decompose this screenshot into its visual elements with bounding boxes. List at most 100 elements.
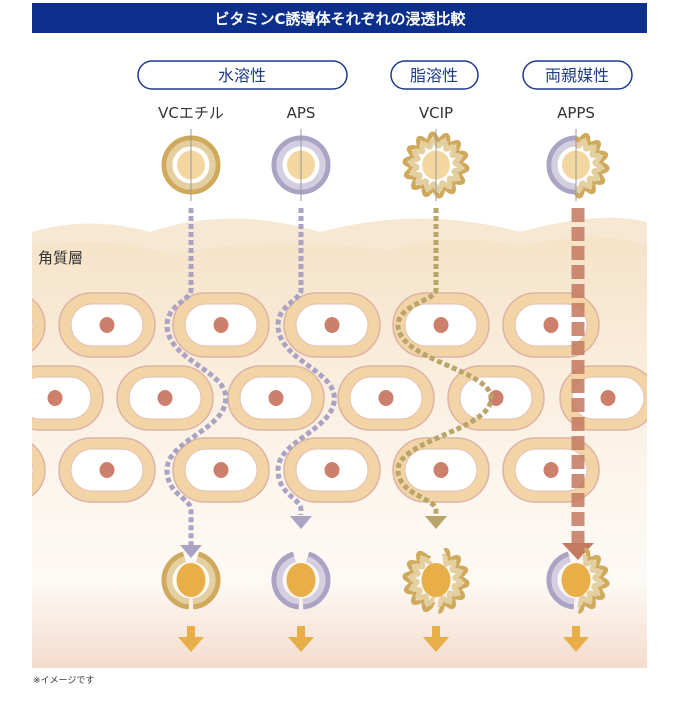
arrowhead-vc-ethyl xyxy=(180,545,202,558)
shell-outer xyxy=(546,551,575,610)
molecule-1 xyxy=(271,129,331,201)
nucleus xyxy=(99,462,115,478)
nucleus xyxy=(157,390,173,406)
shell-outer xyxy=(190,135,221,195)
shell-inner xyxy=(408,137,439,192)
molecules xyxy=(161,129,610,652)
shell-inner xyxy=(302,556,326,605)
shell-inner xyxy=(276,140,302,190)
cell xyxy=(227,365,325,431)
cell-wall xyxy=(32,298,46,352)
cell xyxy=(283,437,381,503)
header-bar xyxy=(32,3,647,33)
shell-outer xyxy=(302,551,331,610)
category-fat-soluble: 脂溶性 xyxy=(390,60,479,90)
down-arrow-shaft xyxy=(187,626,195,638)
shell-outer xyxy=(271,551,300,610)
down-arrow-shaft xyxy=(297,626,305,638)
released-molecule-0 xyxy=(161,551,221,652)
label-vcip: VCIP xyxy=(419,104,453,122)
molecule-3 xyxy=(546,129,610,201)
cell-group xyxy=(0,292,647,503)
nucleus xyxy=(324,462,340,478)
molecule-2 xyxy=(402,129,470,201)
cell xyxy=(283,292,381,358)
shell-outer xyxy=(161,551,190,610)
cell xyxy=(116,365,214,431)
cell xyxy=(392,292,490,358)
footnote: ※イメージです xyxy=(33,675,94,686)
shell-inner xyxy=(551,140,577,190)
category-water-soluble: 水溶性 xyxy=(137,60,348,90)
shell-inner xyxy=(573,138,604,193)
released-molecule-1 xyxy=(271,551,331,652)
vitamin-c-core xyxy=(421,563,451,597)
label-apps: APPS xyxy=(557,104,595,122)
cell xyxy=(172,437,270,503)
cell xyxy=(392,437,490,503)
molecule-0 xyxy=(161,129,221,201)
label-vc-ethyl: VCエチル xyxy=(158,104,224,122)
shell-outer xyxy=(271,135,302,195)
shell-inner xyxy=(408,556,436,607)
category-amphiphilic: 両親媒性 xyxy=(522,60,633,90)
cell xyxy=(447,365,545,431)
cell-wall xyxy=(32,443,46,497)
released-molecule-3 xyxy=(546,547,610,652)
down-arrow-shaft xyxy=(432,626,440,638)
nucleus xyxy=(600,390,616,406)
cell xyxy=(337,365,435,431)
nucleus xyxy=(433,317,449,333)
shell-outer xyxy=(402,550,436,613)
vitamin-c-core xyxy=(561,563,591,597)
nucleus xyxy=(378,390,394,406)
path-vcip xyxy=(395,208,494,515)
shell-outer xyxy=(402,131,438,198)
label-aps: APS xyxy=(287,104,316,122)
arrowhead-aps xyxy=(290,516,312,529)
shell-outer xyxy=(192,551,221,610)
stratum-corneum-label: 角質層 xyxy=(38,249,83,267)
nucleus xyxy=(0,317,5,333)
cell xyxy=(32,365,104,431)
shell-outer xyxy=(577,547,610,614)
shell-inner xyxy=(551,556,575,605)
nucleus xyxy=(543,317,559,333)
shell-outer xyxy=(300,135,331,195)
down-arrow-icon xyxy=(178,637,204,652)
cell-interior xyxy=(32,462,34,478)
nucleus xyxy=(213,317,229,333)
cell xyxy=(172,292,270,358)
nucleus xyxy=(213,462,229,478)
nucleus xyxy=(324,317,340,333)
arrowhead-apps xyxy=(562,543,594,560)
nucleus xyxy=(543,462,559,478)
shell-inner xyxy=(276,556,300,605)
category-label: 両親媒性 xyxy=(545,66,609,85)
shell-inner xyxy=(190,140,216,190)
shell-outer xyxy=(574,132,610,199)
shell-inner xyxy=(166,140,192,190)
cell xyxy=(502,292,600,358)
cell xyxy=(0,298,46,352)
nucleus xyxy=(99,317,115,333)
shell-inner xyxy=(192,556,216,605)
shell-outer xyxy=(161,135,192,195)
shell-outer xyxy=(434,132,470,199)
shell-inner xyxy=(166,556,190,605)
down-arrow-icon xyxy=(423,637,449,652)
header-title: ビタミンC誘導体それぞれの浸透比較 xyxy=(214,10,466,28)
vitamin-c-core xyxy=(286,563,316,597)
down-arrow-shaft xyxy=(572,626,580,638)
shell-inner xyxy=(577,553,604,608)
down-arrow-icon xyxy=(288,637,314,652)
nucleus xyxy=(0,462,5,478)
nucleus xyxy=(433,462,449,478)
nucleus xyxy=(47,390,63,406)
path-aps xyxy=(275,208,337,515)
shell-inner xyxy=(433,138,464,193)
cell xyxy=(502,437,600,503)
category-label: 脂溶性 xyxy=(410,66,458,85)
shell-outer xyxy=(546,135,577,195)
